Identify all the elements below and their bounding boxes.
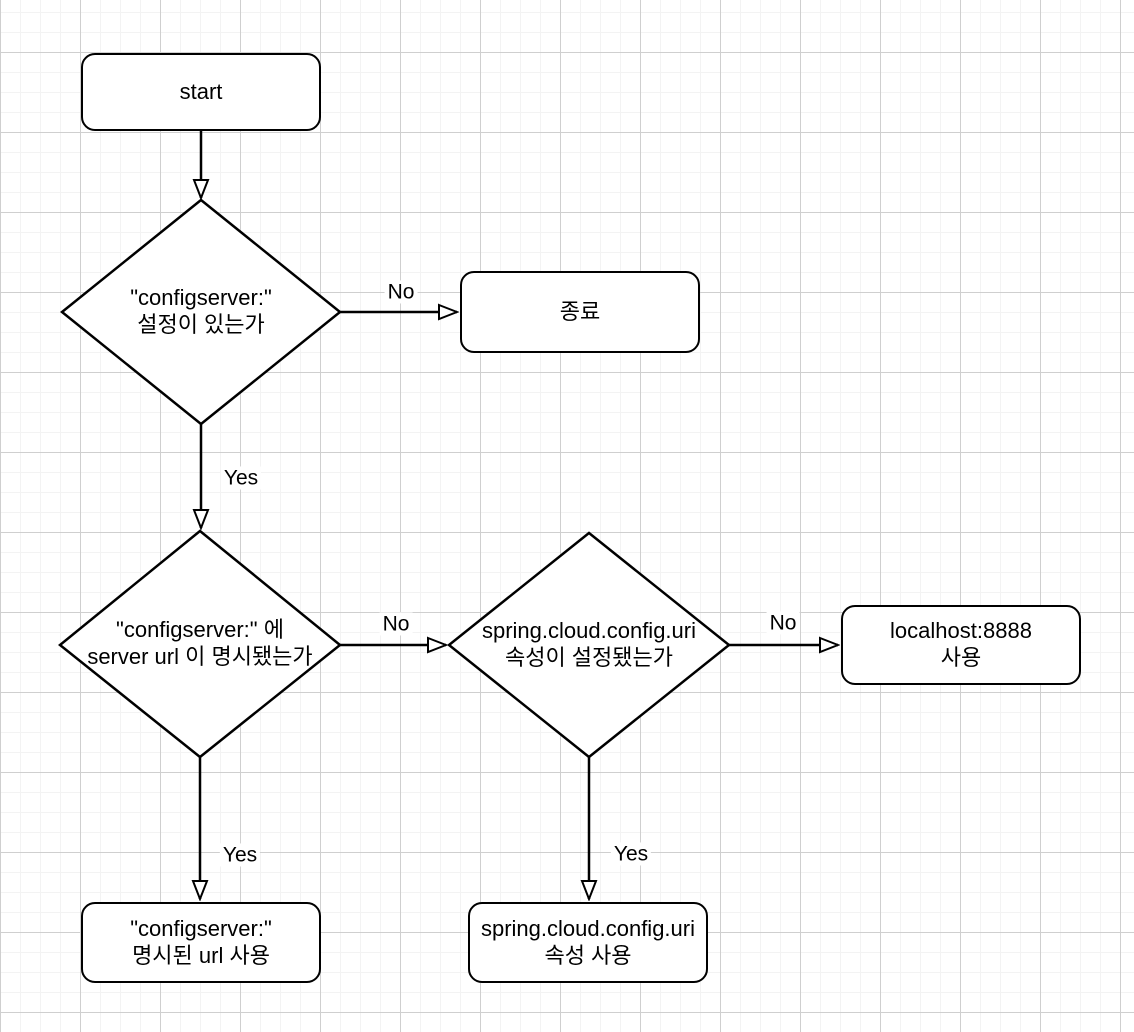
node-use-localhost: localhost:8888 사용 (841, 605, 1081, 685)
edge-label-no-server-url-to-spring-uri: No (379, 612, 413, 636)
edge-label-yes-check-to-server-url: Yes (220, 466, 262, 490)
node-use-spring-uri-prop: spring.cloud.config.uri 속성 사용 (468, 902, 708, 983)
node-terminate: 종료 (460, 271, 700, 353)
node-use-specified-url-label: "configserver:" 명시된 url 사용 (130, 915, 272, 968)
node-start: start (81, 53, 321, 131)
decision-check-configserver-shape (60, 198, 342, 426)
node-use-specified-url: "configserver:" 명시된 url 사용 (81, 902, 321, 983)
edge-label-no-check-to-terminate: No (384, 280, 418, 304)
decision-check-server-url-shape (58, 529, 342, 759)
node-start-label: start (179, 78, 223, 104)
node-use-localhost-label: localhost:8888 사용 (890, 618, 1032, 670)
edge-label-yes-spring-uri-to-prop-use: Yes (610, 842, 652, 866)
edge-label-yes-server-url-to-specified: Yes (219, 843, 261, 867)
decision-check-spring-uri-shape (446, 531, 732, 759)
node-terminate-label: 종료 (559, 298, 601, 324)
edge-label-no-spring-uri-to-localhost: No (766, 611, 800, 635)
node-use-spring-uri-prop-label: spring.cloud.config.uri 속성 사용 (480, 915, 695, 968)
